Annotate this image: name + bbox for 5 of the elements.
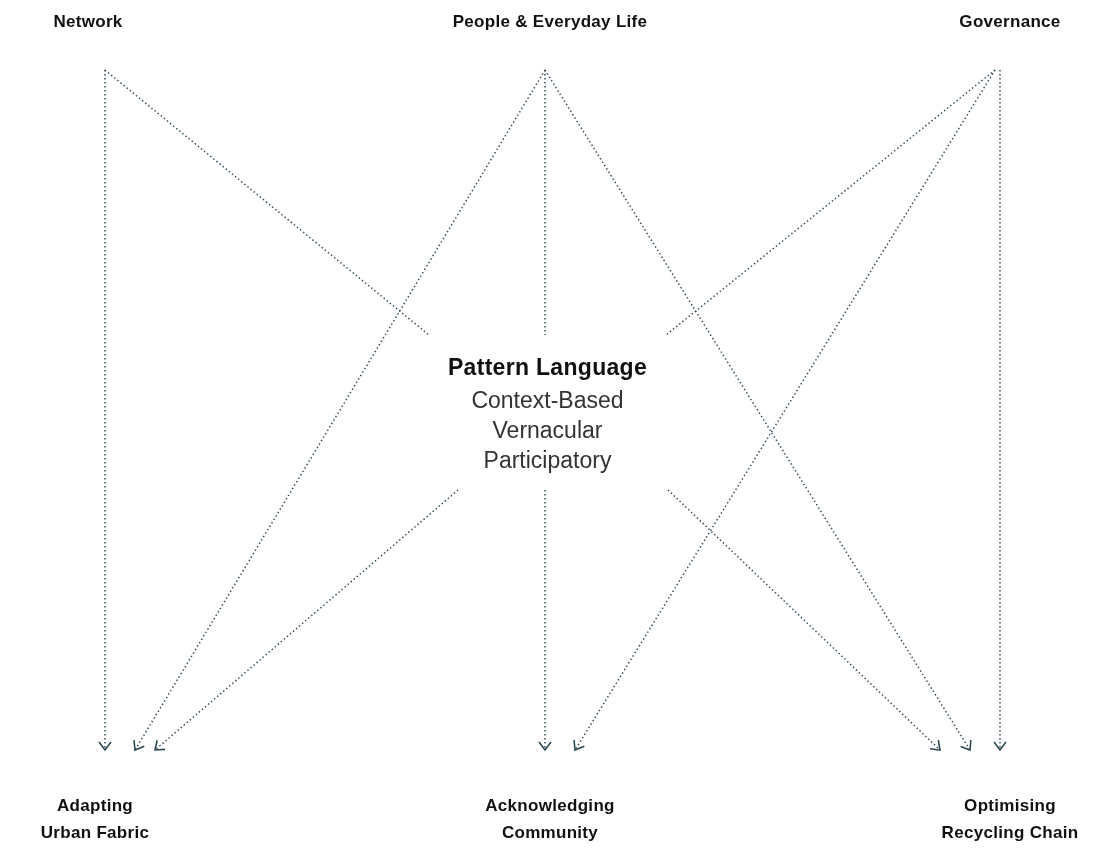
dotted-arrow	[98, 69, 112, 751]
dotted-arrow	[993, 69, 1007, 751]
dotted-arrow	[154, 489, 459, 751]
dotted-arrow	[667, 489, 941, 751]
dotted-arrow	[538, 489, 552, 751]
